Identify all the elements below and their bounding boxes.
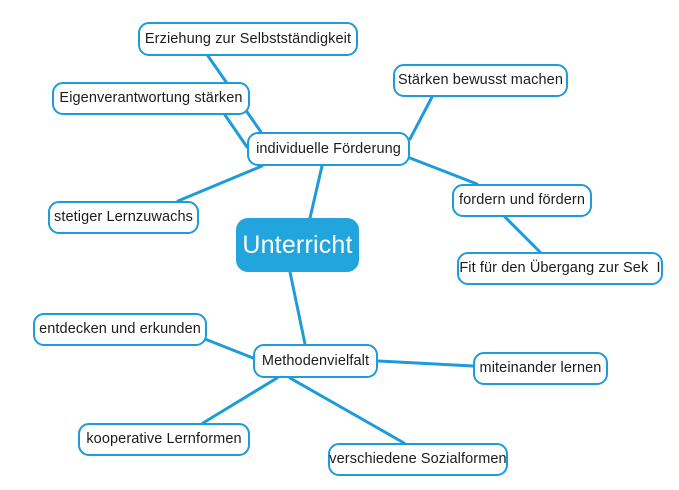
mindmap-edge-methodenvielfalt-to-kooperative-lernformen — [201, 376, 279, 425]
mindmap-node-label: Stärken bewusst machen — [397, 72, 563, 89]
mindmap-edge-methodenvielfalt-to-entdecken-und-erkunden — [203, 337, 255, 360]
mindmap-edge-fordern-und-foerdern-to-fit-uebergang-sek — [503, 215, 542, 254]
mindmap-node-fordern-und-foerdern[interactable]: fordern und fördern — [452, 184, 592, 217]
mindmap-node-label: individuelle Förderung — [256, 140, 401, 157]
mindmap-node-label: entdecken und erkunden — [39, 321, 201, 338]
mindmap-node-fit-uebergang-sek[interactable]: Fit für den Übergang zur Sek I — [457, 252, 663, 285]
mindmap-node-label: Erziehung zur Selbstständigkeit — [144, 30, 352, 47]
mindmap-node-erziehung-selbststaendigkeit[interactable]: Erziehung zur Selbstständigkeit — [138, 22, 358, 56]
mindmap-node-label: Methodenvielfalt — [261, 352, 370, 369]
mindmap-edge-individuelle-foerderung-to-staerken-bewusst-machen — [408, 95, 434, 141]
mindmap-node-unterricht[interactable]: Unterricht — [236, 218, 359, 272]
mindmap-node-label: Eigenverantwortung stärken — [59, 90, 243, 107]
mindmap-edge-methodenvielfalt-to-miteinander-lernen — [376, 359, 475, 368]
mindmap-node-verschiedene-sozialformen[interactable]: verschiedene Sozialformen — [328, 443, 508, 476]
mindmap-edge-individuelle-foerderung-to-fordern-und-foerdern — [408, 156, 479, 186]
mindmap-edge-unterricht-to-individuelle-foerderung — [308, 164, 324, 220]
mindmap-node-label: kooperative Lernformen — [86, 431, 242, 448]
mindmap-node-entdecken-und-erkunden[interactable]: entdecken und erkunden — [33, 313, 207, 346]
mindmap-edge-individuelle-foerderung-to-stetiger-lernzuwachs — [176, 164, 264, 203]
mindmap-node-staerken-bewusst-machen[interactable]: Stärken bewusst machen — [393, 64, 568, 97]
mindmap-node-label: Unterricht — [242, 230, 353, 259]
mindmap-node-label: fordern und fördern — [458, 192, 586, 209]
mindmap-edge-individuelle-foerderung-to-eigenverantwortung-staerken — [223, 113, 249, 149]
mindmap-node-individuelle-foerderung[interactable]: individuelle Förderung — [247, 132, 410, 166]
mindmap-node-eigenverantwortung-staerken[interactable]: Eigenverantwortung stärken — [52, 82, 250, 115]
mindmap-edge-unterricht-to-methodenvielfalt — [288, 270, 307, 346]
mindmap-edge-methodenvielfalt-to-verschiedene-sozialformen — [288, 376, 406, 445]
mindmap-node-label: Fit für den Übergang zur Sek I — [459, 260, 661, 277]
mindmap-node-miteinander-lernen[interactable]: miteinander lernen — [473, 352, 608, 385]
mindmap-node-kooperative-lernformen[interactable]: kooperative Lernformen — [78, 423, 250, 456]
mindmap-node-methodenvielfalt[interactable]: Methodenvielfalt — [253, 344, 378, 378]
mindmap-node-label: miteinander lernen — [479, 360, 602, 377]
mindmap-node-stetiger-lernzuwachs[interactable]: stetiger Lernzuwachs — [48, 201, 199, 234]
mindmap-node-label: verschiedene Sozialformen — [329, 451, 507, 468]
mindmap-node-label: stetiger Lernzuwachs — [53, 209, 193, 226]
